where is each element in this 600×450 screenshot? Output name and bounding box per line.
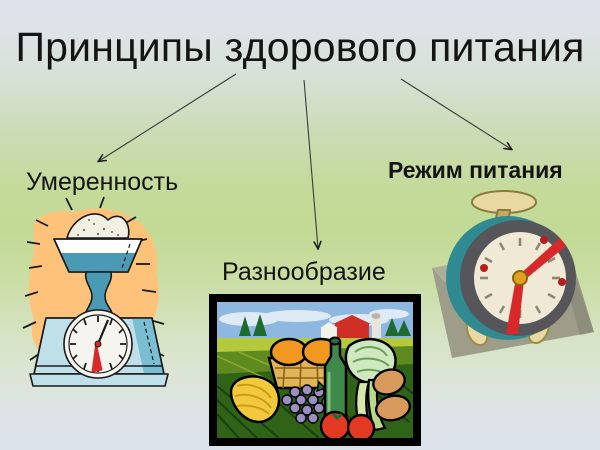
scale-base — [29, 373, 169, 387]
clock-minute-hand — [518, 238, 566, 282]
clock-ticks — [480, 238, 560, 318]
clock-markers — [480, 236, 566, 286]
label-variety: Разнообразие — [222, 258, 386, 286]
clock-center-pin — [512, 270, 528, 286]
arrow-to-variety — [303, 79, 318, 248]
page-title: Принципы здорового питания — [15, 24, 585, 70]
label-schedule: Режим питания — [388, 157, 563, 183]
arrow-to-schedule — [400, 78, 511, 149]
potatoes — [372, 368, 411, 422]
arrow-to-moderation — [99, 73, 237, 161]
kitchen-scale-illustration — [22, 196, 169, 387]
barn-and-silo — [320, 313, 381, 340]
clock-hour-hand — [506, 278, 524, 334]
squash — [229, 375, 281, 424]
tomatoes — [319, 410, 376, 438]
wine-bottle — [323, 336, 348, 422]
label-moderation: Умеренность — [26, 168, 179, 196]
farm-produce-illustration — [209, 294, 421, 446]
herb-leaf — [316, 380, 327, 393]
dial-needle-small — [96, 319, 110, 345]
dial-needle — [91, 341, 103, 373]
alarm-clock-illustration — [432, 190, 594, 358]
background-trees — [239, 314, 411, 336]
flour-speckles — [77, 219, 119, 236]
grapes — [281, 384, 333, 424]
dial-ticks — [70, 316, 126, 372]
